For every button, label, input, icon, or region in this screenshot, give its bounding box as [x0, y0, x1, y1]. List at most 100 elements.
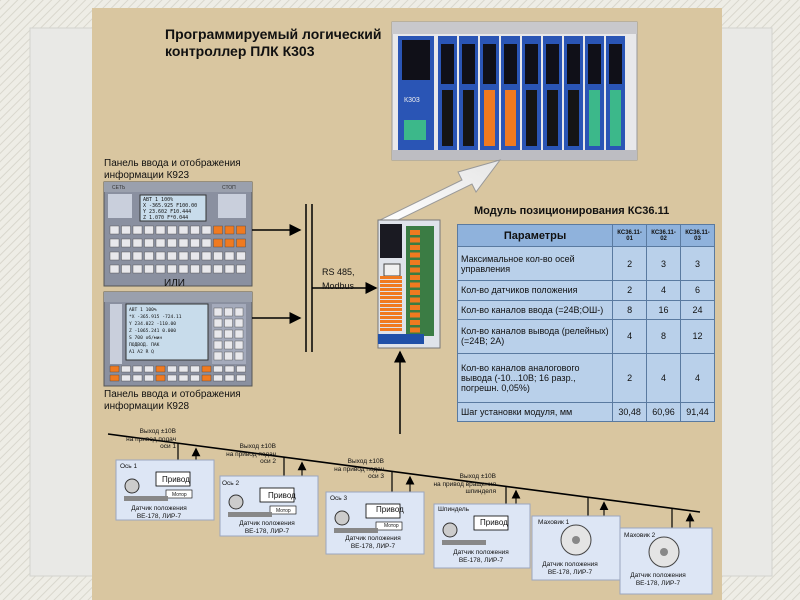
- k923-key: [236, 251, 246, 261]
- header-cell: КС36.11-02: [646, 223, 682, 248]
- output-line: оси 2: [260, 458, 276, 465]
- output-label-axis-2: Выход ±10В на привод подач оси 2: [210, 443, 276, 466]
- header-cell: Параметры: [456, 223, 614, 248]
- screw-icon: [228, 512, 272, 517]
- sensor-line: Датчик положения: [131, 505, 187, 512]
- k923-key: [121, 251, 131, 261]
- module-terminal: [380, 276, 402, 279]
- k923-key: [190, 225, 200, 235]
- cell: 16: [646, 299, 682, 320]
- k923-key: [236, 264, 246, 274]
- cell: 30,48: [612, 401, 648, 423]
- cell: 8: [612, 299, 648, 320]
- k928-key: [178, 365, 189, 373]
- output-bus: [107, 433, 701, 513]
- axis-1-drive: Привод: [162, 475, 190, 484]
- module-terminal: [410, 245, 420, 250]
- k923-key: [190, 264, 200, 274]
- rack-slot-terminal: [442, 90, 453, 146]
- axis-1-motor: Мотор: [172, 492, 187, 498]
- rack-slot-terminal: [505, 90, 516, 146]
- k928-key: [213, 318, 223, 328]
- k928-key: [201, 374, 212, 382]
- module-terminal: [380, 304, 402, 307]
- k928-key: [213, 307, 223, 317]
- module-terminal: [380, 312, 402, 315]
- module-terminal: [380, 292, 402, 295]
- output-label-spindle: Выход ±10В на привод вращения шпинделя: [424, 473, 496, 496]
- k928-key: [167, 374, 177, 382]
- handwheel-2-name: Маховик 2: [624, 532, 656, 539]
- cell: 6: [680, 280, 715, 301]
- sensor-line: Датчик положения: [542, 561, 598, 568]
- screw-icon: [442, 540, 486, 545]
- k923-key: [132, 225, 143, 235]
- k923-key: [224, 251, 235, 261]
- gear-icon: [124, 478, 140, 494]
- module-terminal: [410, 327, 420, 333]
- k928-key: [190, 374, 200, 382]
- k928-screen-line: Z -1065.241 0.000: [129, 329, 177, 334]
- panel-k928-line-1: Панель ввода и отображения: [104, 389, 241, 400]
- k928-key: [201, 365, 212, 373]
- cell: 4: [680, 352, 715, 403]
- sensor-line: ВЕ-178, ЛИР-7: [547, 568, 593, 576]
- k923-panel-image: [103, 181, 253, 287]
- handwheel-1-sensor: Датчик положения ВЕ-178, ЛИР-7: [534, 561, 606, 576]
- module-terminal: [380, 300, 402, 303]
- k928-key: [224, 318, 233, 328]
- k923-screen-line: АВТ 1 100%: [143, 197, 174, 203]
- k923-key: [236, 238, 246, 248]
- k928-key: [213, 374, 223, 382]
- row-name: Кол-во датчиков положения: [456, 280, 614, 301]
- k928-screen-line: ПОДВОД. ПАК: [129, 343, 160, 348]
- rack-slot-window: [609, 44, 622, 84]
- module-terminal: [380, 280, 402, 283]
- k923-screen-line: Z 1.070 F*0.044: [143, 215, 189, 221]
- table-row: Кол-во каналов аналогового вывода (-10..…: [456, 352, 715, 403]
- k928-key: [121, 374, 131, 382]
- k928-key: [234, 340, 244, 350]
- drive-box: [155, 471, 191, 487]
- rack-slot-window: [546, 44, 559, 84]
- k928-key: [144, 374, 154, 382]
- module-terminal: [410, 275, 420, 280]
- k928-screen-line: *X -365.915 -724.11: [129, 315, 182, 320]
- sensor-line: ВЕ-178, ЛИР-7: [244, 527, 290, 535]
- handwheel-1-name: Маховик 1: [538, 519, 570, 526]
- k928-key: [224, 340, 233, 350]
- k928-key: [236, 374, 246, 382]
- header-cell: КС36.11-03: [680, 223, 715, 248]
- axis-2-motor: Мотор: [276, 508, 291, 514]
- drive-box: [365, 503, 401, 519]
- sensor-line: ВЕ-178, ЛИР-7: [350, 542, 396, 550]
- k923-key: [178, 225, 189, 235]
- k928-key: [234, 318, 244, 328]
- output-line: на привод подач: [334, 465, 384, 473]
- module-terminal: [380, 308, 402, 311]
- rack-slot-terminal: [463, 90, 474, 146]
- rack-slot-window: [483, 44, 496, 84]
- k923-key: [190, 238, 200, 248]
- gear-icon: [228, 494, 244, 510]
- sensor-line: ВЕ-178, ЛИР-7: [136, 512, 182, 520]
- row-name: Шаг установки модуля, мм: [456, 401, 614, 423]
- table-row: Шаг установки модуля, мм 30,48 60,96 91,…: [456, 401, 715, 423]
- k923-key: [201, 264, 212, 274]
- axis-2-drive: Привод: [268, 491, 296, 500]
- module-terminal: [410, 305, 420, 310]
- module-terminal: [380, 320, 402, 323]
- module-title: Модуль позиционирования КС36.11: [474, 205, 670, 217]
- cell: 4: [646, 352, 682, 403]
- k928-screen-line: АВТ 1 100%: [129, 308, 157, 313]
- module-terminal: [380, 284, 402, 287]
- sensor-line: Датчик положения: [239, 520, 295, 527]
- cell: 2: [612, 246, 648, 282]
- k923-key: [224, 225, 235, 235]
- parameters-table: Параметры КС36.11-01 КС36.11-02 КС36.11-…: [456, 223, 715, 423]
- k928-key: [144, 365, 154, 373]
- k923-key: [121, 264, 131, 274]
- k928-panel-image: [103, 291, 253, 387]
- k928-key: [190, 365, 200, 373]
- output-line: на привод подач: [226, 450, 276, 458]
